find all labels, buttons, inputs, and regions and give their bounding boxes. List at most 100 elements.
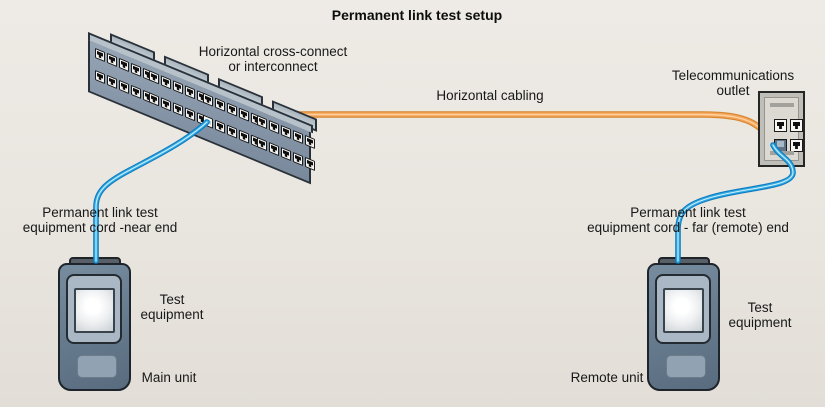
rj45-port	[149, 92, 159, 107]
near-end-cord-cable	[93, 119, 210, 264]
rj45-jack-icon	[283, 128, 289, 136]
rj45-port	[119, 57, 129, 72]
rj45-jack-icon	[151, 95, 157, 103]
rj45-port	[215, 119, 225, 134]
rj45-port	[173, 80, 183, 95]
rj45-port	[131, 84, 141, 99]
rj45-jack-icon	[151, 73, 157, 81]
outlet-jack	[790, 119, 803, 132]
horizontal-cabling-label: Horizontal cabling	[436, 88, 544, 103]
rj45-jack-icon	[121, 61, 127, 69]
rj45-jack-icon	[777, 122, 784, 129]
rj45-jack-icon	[295, 155, 301, 163]
rj45-jack-icon	[163, 78, 169, 86]
device-bezel	[66, 274, 122, 344]
rj45-jack-icon	[163, 100, 169, 108]
rj45-port	[227, 124, 237, 139]
device-screen	[663, 288, 704, 333]
diagram-title: Permanent link test setup	[331, 7, 503, 23]
rj45-port	[281, 124, 291, 140]
rj45-jack-icon	[175, 83, 181, 91]
rj45-jack-icon	[229, 105, 235, 113]
rj45-jack-icon	[271, 145, 277, 153]
main-unit-label: Main unit	[141, 370, 197, 385]
rj45-port	[131, 62, 141, 77]
rj45-port	[305, 134, 315, 150]
rj45-port	[281, 146, 291, 162]
device-button	[77, 355, 117, 378]
device-body	[647, 263, 720, 391]
rj45-jack-icon	[271, 123, 277, 131]
rj45-port	[161, 75, 171, 90]
rj45-port	[293, 151, 303, 167]
rj45-port	[149, 70, 159, 85]
rj45-port	[161, 97, 171, 112]
rj45-jack-icon	[259, 140, 265, 148]
rj45-port	[239, 107, 249, 122]
rj45-jack-icon	[241, 110, 247, 118]
telecom-outlet-label: Telecommunications outlet	[671, 68, 795, 98]
rj45-jack-icon	[175, 105, 181, 113]
rj45-jack-icon	[121, 83, 127, 91]
rj45-port	[203, 92, 213, 107]
rj45-jack-icon	[133, 88, 139, 96]
remote-unit-label: Remote unit	[570, 370, 644, 385]
rj45-jack-icon	[97, 51, 103, 59]
rj45-port	[257, 115, 267, 130]
far-end-cord-label: Permanent link test equipment cord - far…	[587, 205, 789, 235]
rj45-jack-icon	[307, 160, 313, 168]
rj45-port	[173, 102, 183, 117]
device-body	[58, 263, 131, 391]
rj45-port	[119, 79, 129, 94]
rj45-jack-icon	[109, 56, 115, 64]
rj45-jack-icon	[259, 118, 265, 126]
rj45-port	[305, 156, 315, 172]
remote-unit-device	[647, 257, 720, 391]
rj45-port	[215, 97, 225, 112]
rj45-jack-icon	[109, 78, 115, 86]
rj45-jack-icon	[205, 118, 211, 125]
rj45-port	[239, 129, 249, 144]
device-button	[666, 355, 706, 378]
rj45-jack-icon	[793, 142, 800, 149]
near-end-cord-label: Permanent link test equipment cord -near…	[22, 205, 178, 235]
rj45-jack-icon	[229, 127, 235, 135]
rj45-port	[269, 141, 279, 157]
rj45-port	[95, 47, 105, 63]
rj45-jack-icon	[205, 95, 211, 103]
horizontal-cabling-cable	[246, 111, 764, 132]
rj45-jack-icon	[217, 122, 223, 130]
main-unit-device	[58, 257, 131, 391]
rj45-jack-icon	[777, 141, 784, 147]
rj45-jack-icon	[241, 132, 247, 140]
outlet-slot	[769, 103, 794, 107]
device-screen	[74, 288, 115, 333]
rj45-jack-icon	[187, 110, 193, 118]
rj45-jack-icon	[217, 100, 223, 108]
rj45-jack-icon	[283, 150, 289, 158]
rj45-port	[107, 52, 117, 68]
test-equipment-right-label: Test equipment	[728, 300, 792, 330]
rj45-port	[293, 129, 303, 145]
device-bezel	[655, 274, 711, 344]
rj45-port	[95, 69, 105, 85]
test-equipment-left-label: Test equipment	[140, 292, 204, 322]
rj45-port	[257, 137, 267, 152]
rj45-jack-icon	[187, 88, 193, 96]
rj45-port-plugged	[203, 114, 213, 129]
rj45-port	[185, 85, 195, 100]
rj45-jack-icon	[97, 73, 103, 81]
rj45-jack-icon	[793, 122, 800, 129]
telecom-outlet	[758, 91, 805, 167]
outlet-slot	[769, 151, 794, 155]
rj45-jack-icon	[295, 133, 301, 141]
rj45-port	[185, 107, 195, 122]
rj45-jack-icon	[133, 66, 139, 74]
outlet-faceplate	[764, 97, 803, 161]
rj45-jack-icon	[307, 138, 313, 146]
outlet-jack	[774, 119, 787, 132]
panel-label: Horizontal cross-connect or interconnect	[198, 44, 348, 74]
rj45-port	[107, 74, 117, 90]
rj45-port	[227, 102, 237, 117]
